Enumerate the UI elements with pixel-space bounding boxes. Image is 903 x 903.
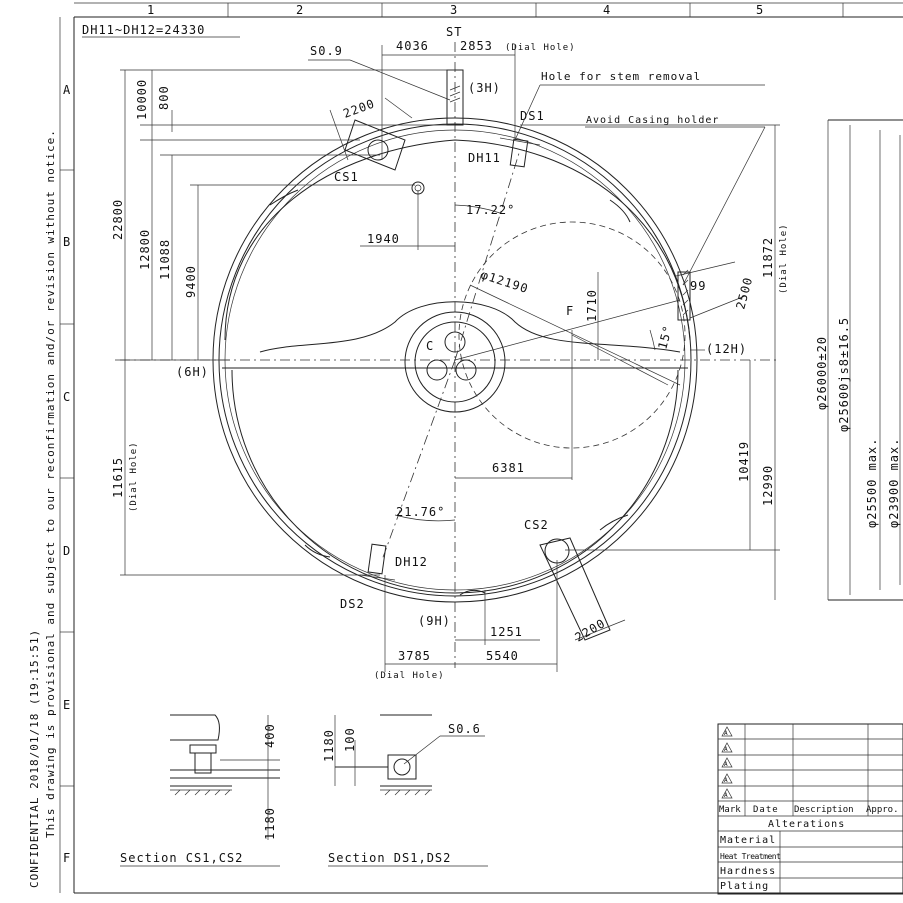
dim-26000: φ26000±20	[815, 336, 829, 410]
dim-12800: 12800	[138, 229, 152, 270]
table-header-appro: Appro.	[866, 805, 899, 815]
cs2-label: CS2	[524, 518, 549, 532]
dim-800: 800	[157, 85, 171, 110]
section-cs-title: Section CS1,CS2	[120, 851, 243, 865]
spec-plating: Plating	[720, 881, 769, 892]
rev-mark-3: A	[724, 761, 729, 768]
ds-s06-label: S0.6	[448, 722, 481, 736]
dim-25500: φ25500 max.	[865, 438, 879, 528]
main-plate-view	[120, 42, 780, 668]
confidential-notice: CONFIDENTIAL 2018/01/18 (19:15:51)	[28, 629, 41, 888]
angle-1722: 17.22°	[466, 203, 515, 217]
dim-23900: φ23900 max.	[887, 438, 901, 528]
rev-mark-5: A	[724, 792, 729, 799]
h6-label: (6H)	[176, 365, 209, 379]
dim-11615: 11615	[111, 457, 125, 498]
cs-dim-400: 400	[263, 723, 277, 748]
drawing-frame	[59, 2, 903, 894]
dim-9400: 9400	[184, 265, 198, 298]
dial-hole-bottom: (Dial Hole)	[374, 671, 445, 681]
c-label: C	[426, 339, 434, 353]
dial-hole-left: (Dial Hole)	[129, 441, 139, 512]
cs-dim-1180: 1180	[263, 807, 277, 840]
grid-col-5: 5	[756, 3, 764, 17]
grid-row-labels: A B C D E F	[63, 83, 71, 865]
h12-label: (12H)	[706, 342, 747, 356]
revision-table: A A A A A Mark Date Description Appro. A…	[717, 723, 903, 895]
spec-material: Material	[720, 835, 776, 846]
grid-column-labels: 1 2 3 4 5	[147, 3, 764, 17]
dim-6381: 6381	[492, 461, 525, 475]
h9-label: (9H)	[418, 614, 451, 628]
alterations-label: Alterations	[768, 819, 845, 830]
dh11-label: DH11	[468, 151, 501, 165]
ds2-label: DS2	[340, 597, 365, 611]
dim-10000: 10000	[135, 79, 149, 120]
ds1-label: DS1	[520, 109, 545, 123]
dim-12190: φ12190	[479, 268, 530, 297]
table-header-date: Date	[753, 805, 779, 815]
dim-2200-bottom: 2200	[573, 616, 608, 645]
dial-hole-total: DH11~DH12=24330	[82, 23, 205, 37]
ds-dim-100: 100	[343, 727, 357, 752]
dim-4036: 4036	[396, 39, 429, 53]
dim-25600: φ25600js8±16.5	[837, 317, 851, 432]
spec-hardness: Hardness	[720, 866, 776, 877]
table-header-description: Description	[794, 805, 854, 815]
grid-col-1: 1	[147, 3, 155, 17]
dial-hole-top: (Dial Hole)	[505, 43, 576, 53]
dim-1940: 1940	[367, 232, 400, 246]
main-view-annotations: ST 4036 2853 (Dial Hole) S0.9 (3H) Hole …	[111, 25, 901, 681]
grid-col-2: 2	[296, 3, 304, 17]
dimension-lines	[115, 45, 903, 672]
dim-11088: 11088	[158, 239, 172, 280]
grid-row-b: B	[63, 235, 71, 249]
avoid-casing-label: Avoid Casing holder	[586, 115, 719, 126]
spec-heat-treatment: Heat Treatment	[720, 852, 781, 861]
cs1-label: CS1	[334, 170, 359, 184]
s09-label: S0.9	[310, 44, 343, 58]
dim-2200-top: 2200	[341, 96, 377, 120]
grid-col-4: 4	[603, 3, 611, 17]
dim-2853: 2853	[460, 39, 493, 53]
angle-2176: 21.76°	[396, 505, 445, 519]
dim-1710: 1710	[585, 289, 599, 322]
section-cs-view: 400 1180 Section CS1,CS2	[120, 714, 280, 867]
dim-12990: 12990	[761, 465, 775, 506]
dim-22800: 22800	[111, 199, 125, 240]
st-label: ST	[446, 25, 462, 39]
angle-15: 15°	[655, 323, 675, 350]
section-ds-title: Section DS1,DS2	[328, 851, 451, 865]
dial-hole-right: (Dial Hole)	[779, 223, 789, 294]
dim-5540: 5540	[486, 649, 519, 663]
grid-row-a: A	[63, 83, 71, 97]
grid-row-d: D	[63, 544, 71, 558]
dim-3785: 3785	[398, 649, 431, 663]
grid-row-e: E	[63, 698, 71, 712]
dim-1251: 1251	[490, 625, 523, 639]
provisional-notice: This drawing is provisional and subject …	[44, 129, 57, 838]
ds-dim-1180: 1180	[322, 729, 336, 762]
stem-removal-label: Hole for stem removal	[541, 70, 701, 83]
dim-2500: 2500	[733, 275, 755, 310]
section-ds-view: 1180 100 S0.6 Section DS1,DS2	[322, 714, 488, 867]
dim-99: 99	[690, 279, 706, 293]
grid-row-f: F	[63, 851, 71, 865]
f-label: F	[566, 304, 574, 318]
rev-mark-2: A	[724, 746, 729, 753]
rev-mark-4: A	[724, 777, 729, 784]
revision-marks: A A A A A	[721, 726, 733, 799]
dim-11872: 11872	[761, 237, 775, 278]
grid-col-3: 3	[450, 3, 458, 17]
grid-row-c: C	[63, 390, 71, 404]
dim-10419: 10419	[737, 441, 751, 482]
table-header-mark: Mark	[719, 805, 741, 815]
h3-label: (3H)	[468, 81, 501, 95]
dh12-label: DH12	[395, 555, 428, 569]
rev-mark-1: A	[724, 730, 729, 737]
